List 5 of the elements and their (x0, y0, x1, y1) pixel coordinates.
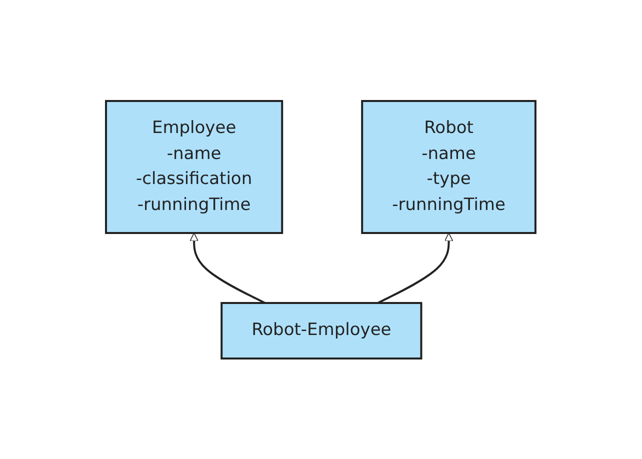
node-box: Employee -name -classification -runningTime (105, 100, 284, 234)
arrow (190, 232, 266, 304)
arrow (378, 232, 454, 304)
node-box: Robot-Employee (220, 302, 422, 360)
node-box: Robot -name -type -runningTime (361, 100, 537, 234)
